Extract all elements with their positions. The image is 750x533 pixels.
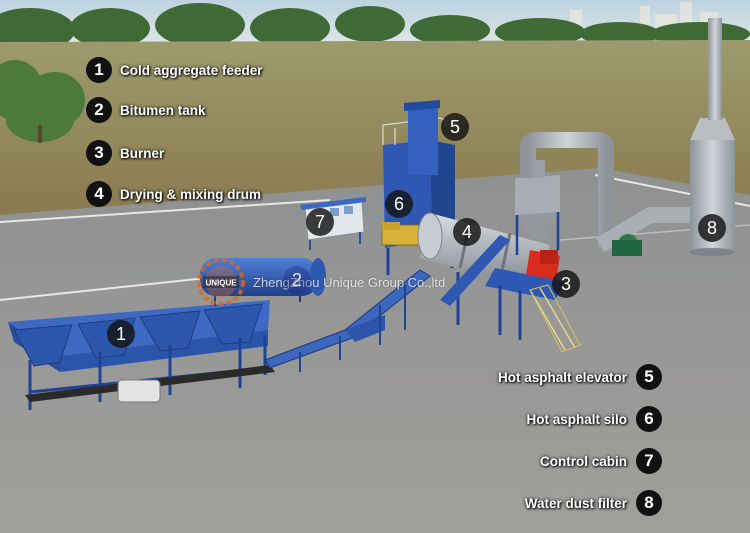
legend-item-bitumen-tank: 2 Bitumen tank xyxy=(86,95,206,125)
legend-number: 1 xyxy=(86,57,112,83)
marker-water-dust-filter: 8 xyxy=(698,214,726,242)
legend-number: 2 xyxy=(86,97,112,123)
legend-item-hot-asphalt-elevator: Hot asphalt elevator 5 xyxy=(498,362,662,392)
legend-label: Water dust filter xyxy=(524,495,627,511)
legend-item-water-dust-filter: Water dust filter 8 xyxy=(525,488,662,518)
marker-burner: 3 xyxy=(552,270,580,298)
company-watermark: UNIQUE ZhengZhou Unique Group Co.,ltd xyxy=(197,258,445,306)
marker-control-cabin: 7 xyxy=(306,208,334,236)
legend-number: 8 xyxy=(636,490,662,516)
legend-number: 3 xyxy=(86,140,112,166)
watermark-text: ZhengZhou Unique Group Co.,ltd xyxy=(253,274,446,290)
legend-item-drying-mixing-drum: 4 Drying & mixing drum xyxy=(86,179,261,209)
svg-text:UNIQUE: UNIQUE xyxy=(205,279,237,288)
legend-label: Burner xyxy=(120,145,165,161)
legend-item-control-cabin: Control cabin 7 xyxy=(540,446,662,476)
legend-label: Cold aggregate feeder xyxy=(120,62,263,78)
legend-number: 6 xyxy=(636,406,662,432)
legend-label: Hot asphalt elevator xyxy=(497,369,627,385)
legend-item-burner: 3 Burner xyxy=(86,138,164,168)
legend-number: 5 xyxy=(636,364,662,390)
legend-label: Hot asphalt silo xyxy=(526,411,627,427)
legend-label: Bitumen tank xyxy=(120,102,206,118)
marker-cold-aggregate-feeder: 1 xyxy=(107,320,135,348)
marker-bitumen-tank: 2 xyxy=(283,266,311,294)
legend-number: 4 xyxy=(86,181,112,207)
legend-item-cold-aggregate-feeder: 1 Cold aggregate feeder xyxy=(86,55,263,85)
legend-label: Control cabin xyxy=(540,453,627,469)
marker-hot-asphalt-elevator: 5 xyxy=(441,113,469,141)
legend-label: Drying & mixing drum xyxy=(120,186,262,202)
marker-hot-asphalt-silo: 6 xyxy=(385,190,413,218)
company-logo: UNIQUE xyxy=(197,258,245,306)
marker-drying-mixing-drum: 4 xyxy=(453,218,481,246)
legend-number: 7 xyxy=(636,448,662,474)
legend-item-hot-asphalt-silo: Hot asphalt silo 6 xyxy=(526,404,662,434)
